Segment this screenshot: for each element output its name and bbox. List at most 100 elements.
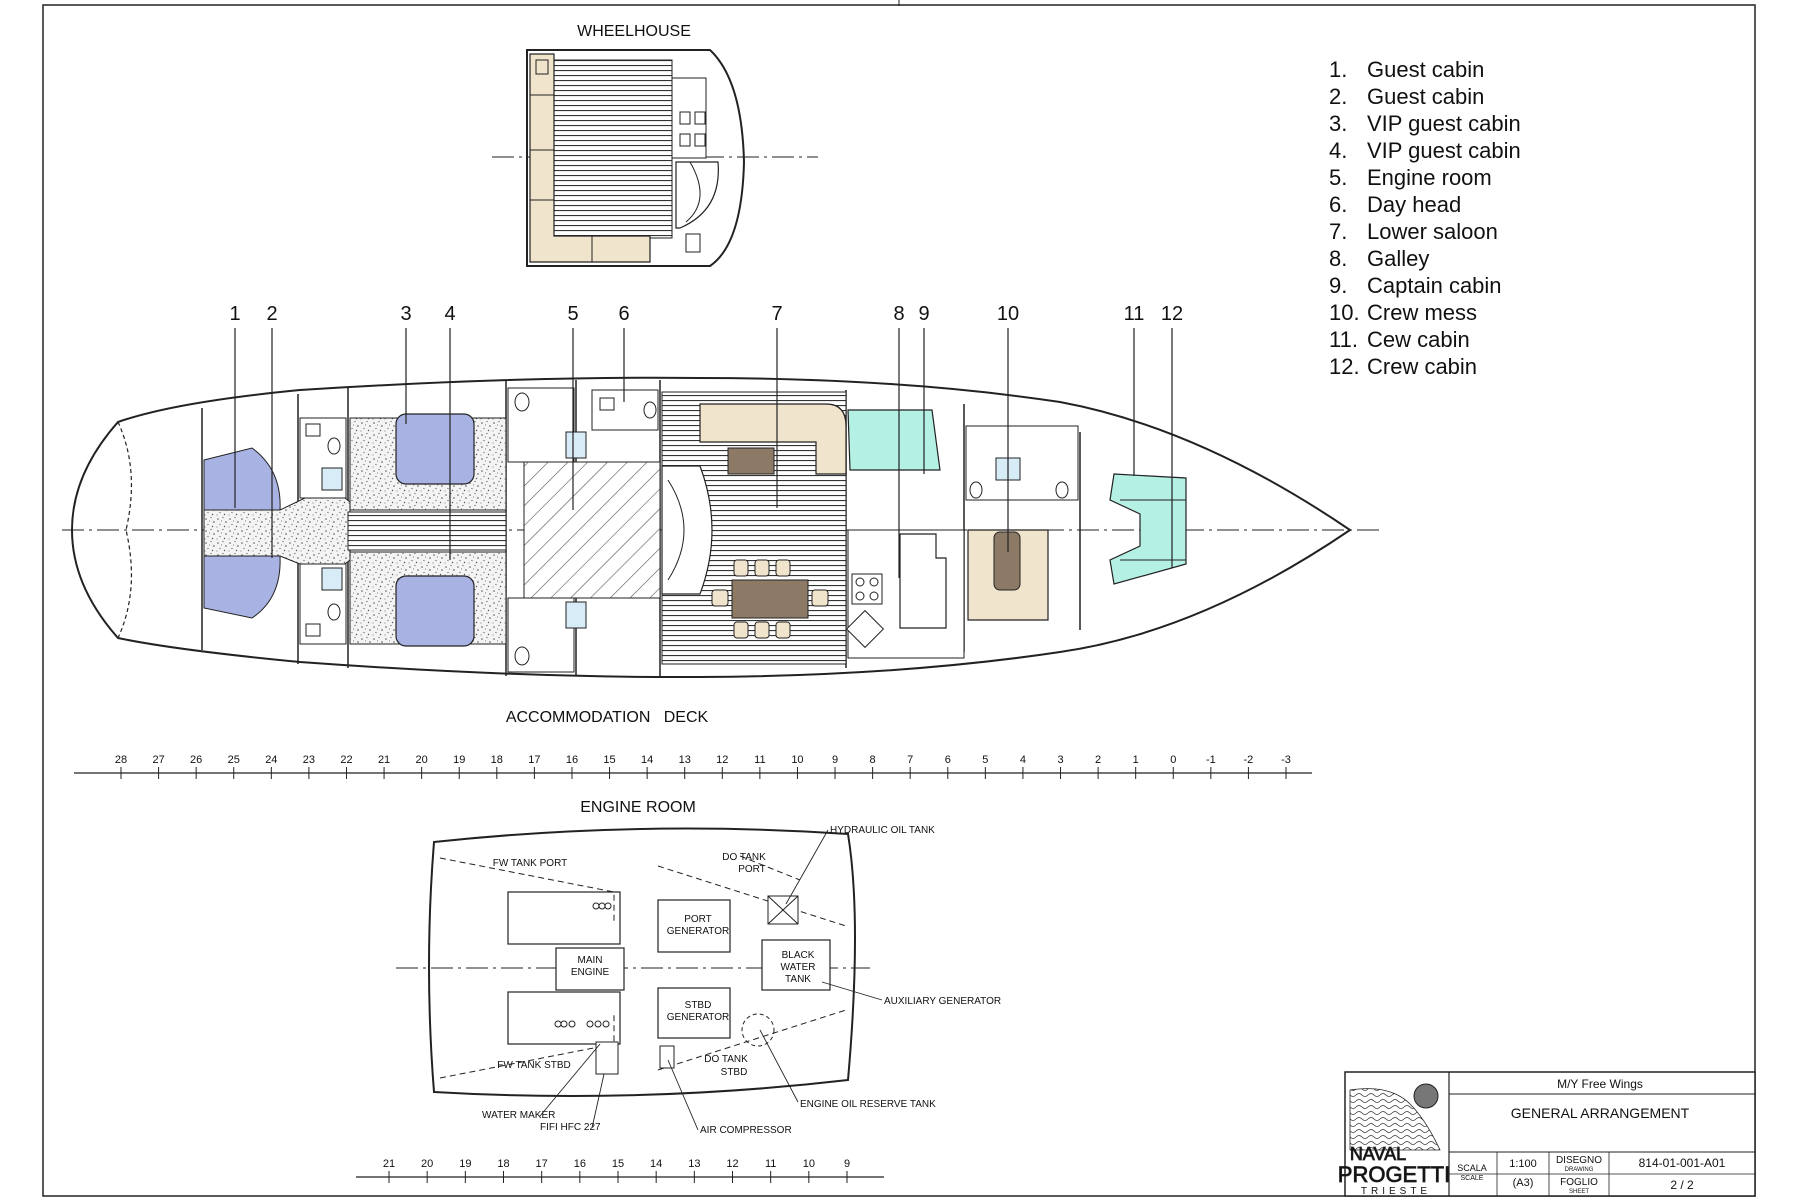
saloon-settee	[699, 403, 847, 475]
legend-item-label: Guest cabin	[1367, 84, 1485, 109]
scale-label: 7	[907, 754, 913, 766]
legend-item-number: 11.	[1329, 327, 1358, 352]
scala-label: SCALA	[1457, 1163, 1487, 1173]
legend-item-label: Day head	[1367, 192, 1462, 217]
scale-label: -1	[1206, 754, 1216, 766]
callout-4: 4	[444, 303, 455, 325]
scale-label: 27	[152, 754, 164, 766]
scale-label: 5	[982, 754, 988, 766]
galley-cooktop	[851, 573, 883, 605]
water-maker	[595, 1041, 619, 1075]
label-black-water-tank: BLACK	[782, 950, 815, 961]
wc	[969, 481, 983, 499]
legend-item: 1. Guest cabin	[1329, 56, 1521, 83]
scale-label: 12	[716, 754, 728, 766]
tank-boundaries	[439, 855, 847, 1079]
helm-console	[671, 77, 707, 159]
engine-room-labels: FW TANK PORT FW TANK STBD DO TANK PORT D…	[482, 825, 1001, 1136]
label-fw-tank-stbd: FW TANK STBD	[497, 1060, 571, 1071]
callout-7: 7	[771, 303, 782, 325]
scale-label: 21	[383, 1158, 395, 1170]
legend-item-label: VIP guest cabin	[1367, 111, 1521, 136]
legend-item-number: 9.	[1329, 273, 1348, 298]
label-main-engine-2: ENGINE	[571, 967, 610, 978]
callout-2: 2	[266, 303, 277, 325]
black-water-tank	[761, 939, 831, 991]
saloon-coffee-table	[727, 447, 775, 475]
legend-item-number: 1.	[1329, 57, 1348, 82]
scale-label: 20	[416, 754, 428, 766]
legend-item-label: Galley	[1367, 246, 1430, 271]
wheelhouse-hatch	[685, 233, 701, 253]
scale-label: 4	[1020, 754, 1026, 766]
scale-label: 19	[453, 754, 465, 766]
shower	[565, 601, 587, 629]
label-port-generator: PORT	[684, 914, 712, 925]
scale-label: 14	[650, 1158, 662, 1170]
legend-item: 5.Engine room	[1329, 164, 1521, 191]
scale-label: 19	[459, 1158, 471, 1170]
wheelhouse-spiral-stair	[675, 161, 719, 229]
port-machinery-space	[507, 891, 621, 945]
callout-1: 1	[229, 303, 240, 325]
legend-item: 10.Crew mess	[1329, 299, 1521, 326]
engine-room-hatch-area	[523, 461, 661, 599]
logo-naval: NAVAL	[1350, 1144, 1406, 1164]
scale-label: 22	[340, 754, 352, 766]
legend-item-number: 3.	[1329, 111, 1348, 136]
scale-label: 6	[945, 754, 951, 766]
scale-label: SCALE	[1461, 1175, 1484, 1182]
legend-item-number: 2.	[1329, 84, 1348, 109]
stair-tread	[685, 161, 701, 223]
console-switch	[694, 111, 706, 125]
callout-11: 11	[1124, 303, 1145, 325]
scale-label: 16	[574, 1158, 586, 1170]
logo-progetti: PROGETTI	[1338, 1162, 1450, 1187]
scale-label: 13	[688, 1158, 700, 1170]
aft-shower-stbd	[321, 567, 343, 591]
label-do-tank-stbd: DO TANK	[704, 1054, 748, 1065]
air-compressor	[659, 1045, 675, 1069]
legend-item-number: 12.	[1329, 354, 1360, 379]
scale-label: 17	[528, 754, 540, 766]
callout-8: 8	[893, 303, 904, 325]
label-stbd-generator: STBD	[685, 1000, 712, 1011]
legend-item-number: 8.	[1329, 246, 1348, 271]
legend-item-number: 6.	[1329, 192, 1348, 217]
legend-item-label: VIP guest cabin	[1367, 138, 1521, 163]
scale-label: 11	[754, 754, 765, 766]
scale-label: 10	[791, 754, 803, 766]
legend-item-label: Captain cabin	[1367, 273, 1502, 298]
scale-label: 16	[566, 754, 578, 766]
wheelhouse-plan: WHEELHOUSE	[492, 23, 818, 267]
central-corridor	[347, 511, 507, 551]
captain-cabin-berth	[847, 409, 941, 471]
legend-item: 4.VIP guest cabin	[1329, 137, 1521, 164]
legend-item-label: Guest cabin	[1367, 57, 1485, 82]
scale-label: 14	[641, 754, 653, 766]
legend-item: 9. Captain cabin	[1329, 272, 1521, 299]
scale-value: 1:100	[1509, 1158, 1537, 1170]
washbasin	[599, 397, 615, 411]
paper-size: (A3)	[1513, 1177, 1534, 1189]
label-do-tank-port-side: PORT	[738, 864, 766, 875]
label-black-water-tank-2: WATER	[781, 962, 816, 973]
legend-item: 8. Galley	[1329, 245, 1521, 272]
washbasin	[305, 423, 321, 437]
label-hydraulic-oil-tank: HYDRAULIC OIL TANK	[830, 825, 935, 836]
scale-label: 9	[832, 754, 838, 766]
callout-9: 9	[918, 303, 929, 325]
wc	[514, 392, 530, 412]
guest-cabin-2-berth	[203, 555, 281, 619]
legend-item: 2. Guest cabin	[1329, 83, 1521, 110]
scale-label: 12	[726, 1158, 738, 1170]
scale-label: 13	[679, 754, 691, 766]
engine-room-title: ENGINE ROOM	[580, 799, 696, 816]
room-legend: 1. Guest cabin 2. Guest cabin 3. VIP guest ca…	[1329, 56, 1521, 380]
label-black-water-tank-3: TANK	[785, 974, 811, 985]
wheelhouse-title: WHEELHOUSE	[577, 23, 691, 40]
wc	[643, 401, 657, 419]
console-switch	[679, 111, 691, 125]
stbd-machinery-space	[507, 991, 621, 1045]
